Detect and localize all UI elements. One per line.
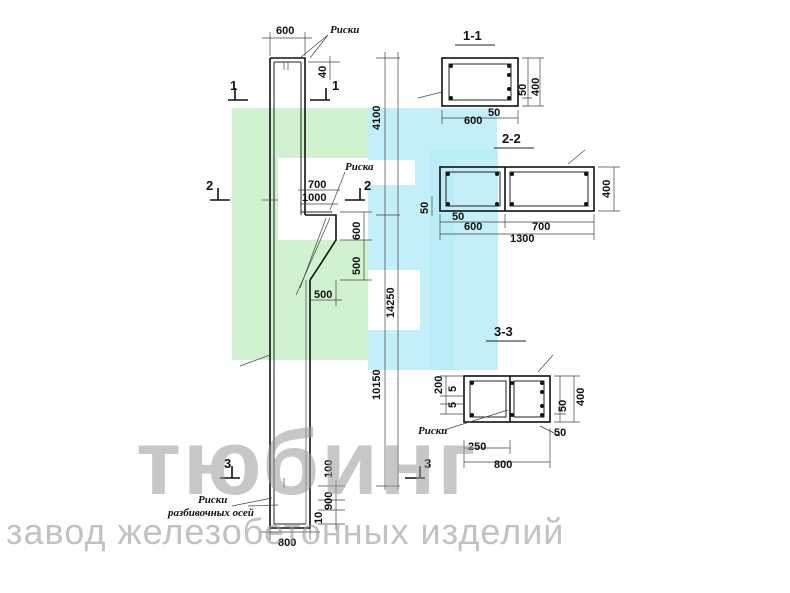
section-2-2-dim-50-bottom: 50	[452, 211, 464, 223]
section-1-1-dim-50-bottom: 50	[488, 107, 500, 119]
cut-marker-1-right: 1	[332, 78, 339, 93]
section-3-3-dim-200: 200	[433, 376, 445, 394]
section-3-3-dim-50-bottom: 50	[554, 427, 566, 439]
section-1-1-dim-height: 400	[530, 78, 542, 96]
section-2-2-dim-600: 600	[464, 221, 482, 233]
section-3-3-label-marks: Риски	[418, 425, 447, 437]
dim-4100: 4100	[371, 106, 383, 130]
cut-marker-3-right: 3	[424, 456, 431, 471]
section-1-1-title: 1-1	[463, 28, 482, 43]
cut-marker-2-left: 2	[206, 178, 213, 193]
section-1-1-dim-50-right: 50	[517, 84, 529, 96]
label-mark: Риска	[345, 161, 374, 173]
section-3-3-dim-250: 250	[468, 441, 486, 453]
label-marks-bottom: Риски	[198, 494, 227, 506]
dim-top-width: 600	[276, 25, 294, 37]
label-axes: разбивочных осей	[167, 507, 254, 519]
section-2-2-dim-50-left: 50	[419, 202, 431, 214]
section-3-3-dim-height: 400	[575, 388, 587, 406]
section-3-3-title: 3-3	[494, 324, 513, 339]
dim-700: 700	[308, 179, 326, 191]
cut-marker-2-right: 2	[364, 178, 371, 193]
dim-40: 40	[317, 66, 329, 78]
dim-600-corbel: 600	[351, 222, 363, 240]
label-marks-top: Риски	[330, 24, 359, 36]
section-3-3-dim-50-right: 50	[557, 400, 569, 412]
section-3-3-dim-800: 800	[494, 459, 512, 471]
section-2-2-dim-1300: 1300	[510, 233, 534, 245]
watermark: тюбинг завод железобетонных изделий	[6, 412, 564, 552]
logo-cyan-right	[430, 150, 498, 370]
watermark-brand: тюбинг	[136, 412, 478, 514]
dim-500-vertical: 500	[351, 257, 363, 275]
section-2-2-dim-700: 700	[532, 221, 550, 233]
cut-marker-3-left: 3	[224, 456, 231, 471]
cut-marker-1-left: 1	[230, 78, 237, 93]
section-3-3-dim-5b: 5	[447, 402, 459, 408]
logo-green-block	[232, 108, 368, 360]
watermark-tagline: завод железобетонных изделий	[6, 511, 564, 552]
logo-shapes	[232, 108, 498, 370]
dim-100: 100	[323, 460, 335, 478]
dim-10: 10	[313, 512, 325, 524]
section-2-2-dim-height: 400	[601, 180, 613, 198]
dim-500-horizontal: 500	[314, 289, 332, 301]
column-elevation	[269, 57, 340, 529]
section-1-1: 1-1 600 50 400 50	[417, 28, 544, 127]
section-2-2: 2-2 600 700 1300 50 50 400	[419, 131, 620, 245]
dim-bottom-width: 800	[278, 537, 296, 549]
dim-10150: 10150	[371, 369, 383, 400]
section-1-1-dim-width: 600	[464, 115, 482, 127]
column-dimensions: 600 Риски 40 4100 14250 10150 Риска 700 …	[167, 24, 431, 549]
dim-14250: 14250	[385, 287, 397, 318]
section-3-3: 3-3 200 5 5 Риски 250 800 50 50 400	[418, 324, 587, 471]
section-3-3-dim-5a: 5	[447, 386, 459, 392]
dim-900: 900	[323, 492, 335, 510]
section-2-2-title: 2-2	[502, 131, 521, 146]
dim-1000: 1000	[302, 192, 326, 204]
